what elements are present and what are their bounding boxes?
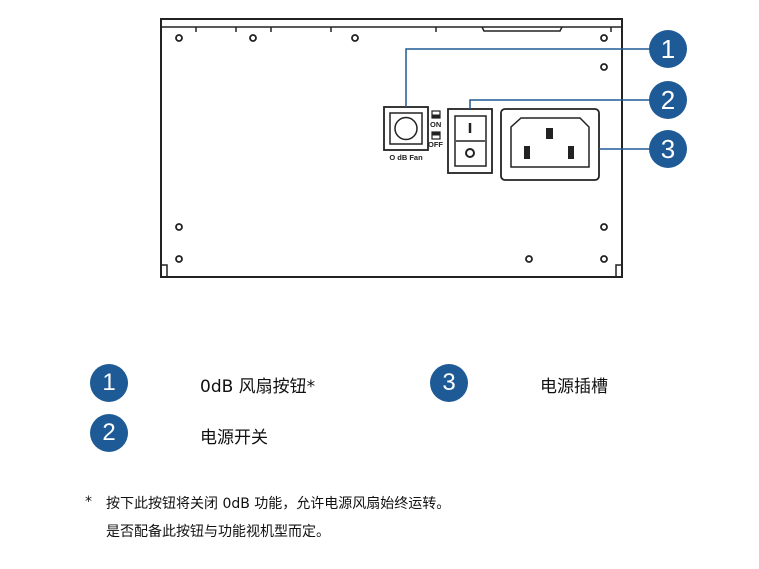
zero-db-fan-button-label: O dB Fan <box>389 153 423 162</box>
switch-state-icons <box>431 110 441 140</box>
callout-1: 1 <box>649 30 687 68</box>
svg-text:3: 3 <box>661 134 675 164</box>
switch-on-label: ON <box>430 120 441 129</box>
zero-db-fan-button[interactable] <box>383 106 429 151</box>
screw-hole <box>600 34 608 42</box>
screw-hole <box>525 255 533 263</box>
psu-rear-panel-diagram: O dB Fan ON OFF 1 2 3 <box>160 18 687 278</box>
callout-3: 3 <box>649 130 687 168</box>
screw-hole <box>175 34 183 42</box>
footnote-line-2: 是否配备此按钮与功能视机型而定。 <box>106 524 330 540</box>
screw-hole <box>351 34 359 42</box>
svg-text:2: 2 <box>661 85 675 115</box>
legend-badge-1: 1 <box>90 364 128 402</box>
legend-label-power-socket: 电源插槽 <box>540 377 608 397</box>
screw-hole <box>175 255 183 263</box>
legend-label-fan-button: 0dB 风扇按钮* <box>200 377 316 397</box>
screw-hole <box>600 223 608 231</box>
legend-badge-2: 2 <box>90 414 128 452</box>
power-switch[interactable] <box>447 108 493 174</box>
screw-hole <box>600 63 608 71</box>
switch-off-label: OFF <box>428 140 443 149</box>
svg-text:1: 1 <box>661 34 675 64</box>
legend-badge-3: 3 <box>430 364 468 402</box>
footnote-line-1: 按下此按钮将关闭 0dB 功能，允许电源风扇始终运转。 <box>106 496 451 512</box>
screw-holes <box>175 34 608 263</box>
legend-label-power-switch: 电源开关 <box>200 428 268 448</box>
screw-hole <box>600 255 608 263</box>
power-socket[interactable] <box>500 108 600 181</box>
footnote-marker: * <box>85 494 92 510</box>
callout-2: 2 <box>649 81 687 119</box>
screw-hole <box>175 223 183 231</box>
screw-hole <box>249 34 257 42</box>
callout-leader-lines <box>405 48 650 150</box>
